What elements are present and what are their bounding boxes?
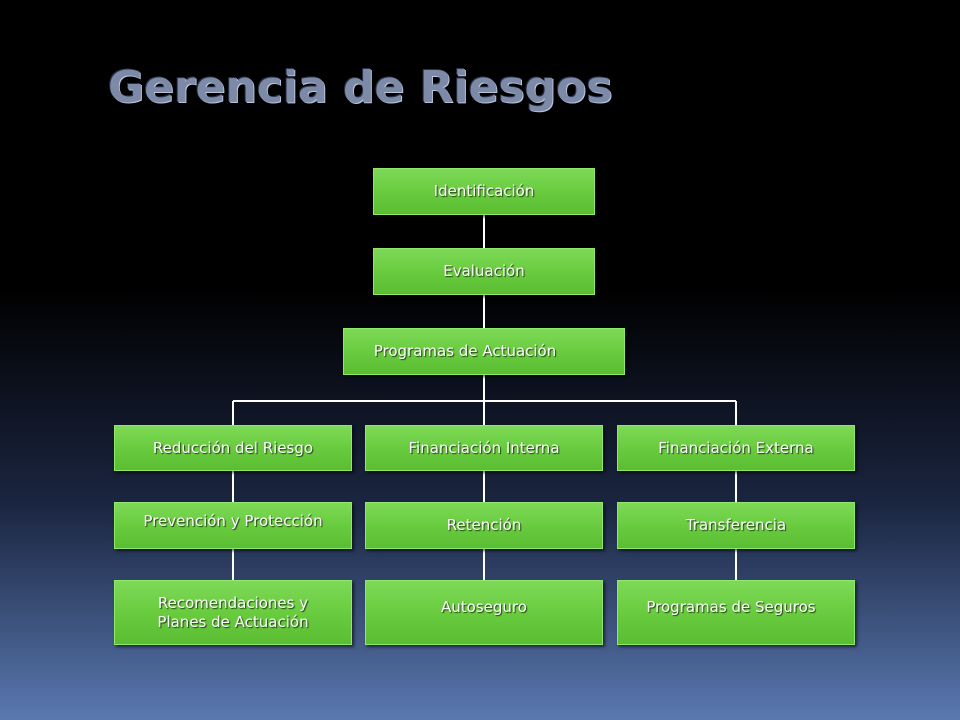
node-financiacion-externa: Financiación Externa bbox=[617, 425, 855, 471]
node-financiacion-interna: Financiación Interna bbox=[365, 425, 603, 471]
node-identificacion: Identificación bbox=[373, 168, 595, 215]
node-programas-actuacion-label: Programas de Actuación bbox=[373, 342, 557, 360]
node-transferencia: Transferencia bbox=[617, 502, 855, 549]
node-recomendaciones-line2: Planes de Actuación bbox=[157, 612, 309, 631]
node-reduccion-riesgo: Reducción del Riesgo bbox=[114, 425, 352, 471]
node-identificacion-label: Identificación bbox=[433, 182, 535, 200]
node-programas-seguros: Programas de Seguros bbox=[617, 580, 855, 645]
node-autoseguro: Autoseguro bbox=[365, 580, 603, 645]
node-financiacion-externa-label: Financiación Externa bbox=[658, 438, 814, 457]
node-retencion-label: Retención bbox=[446, 516, 522, 534]
node-transferencia-label: Transferencia bbox=[685, 516, 787, 534]
node-prevencion-proteccion-label: Prevención y Protección bbox=[143, 512, 323, 530]
node-programas-seguros-label: Programas de Seguros bbox=[646, 598, 816, 616]
node-autoseguro-label: Autoseguro bbox=[441, 598, 527, 616]
node-programas-actuacion: Programas de Actuación bbox=[343, 328, 625, 375]
node-reduccion-riesgo-label: Reducción del Riesgo bbox=[152, 438, 314, 457]
node-financiacion-interna-label: Financiación Interna bbox=[408, 438, 560, 457]
node-prevencion-proteccion: Prevención y Protección bbox=[114, 502, 352, 549]
node-recomendaciones: Recomendaciones y Planes de Actuación bbox=[114, 580, 352, 645]
node-evaluacion: Evaluación bbox=[373, 248, 595, 295]
node-recomendaciones-line1: Recomendaciones y bbox=[157, 593, 309, 612]
node-evaluacion-label: Evaluación bbox=[443, 262, 525, 280]
page-title: Gerencia de Riesgos bbox=[108, 62, 613, 113]
node-retencion: Retención bbox=[365, 502, 603, 549]
